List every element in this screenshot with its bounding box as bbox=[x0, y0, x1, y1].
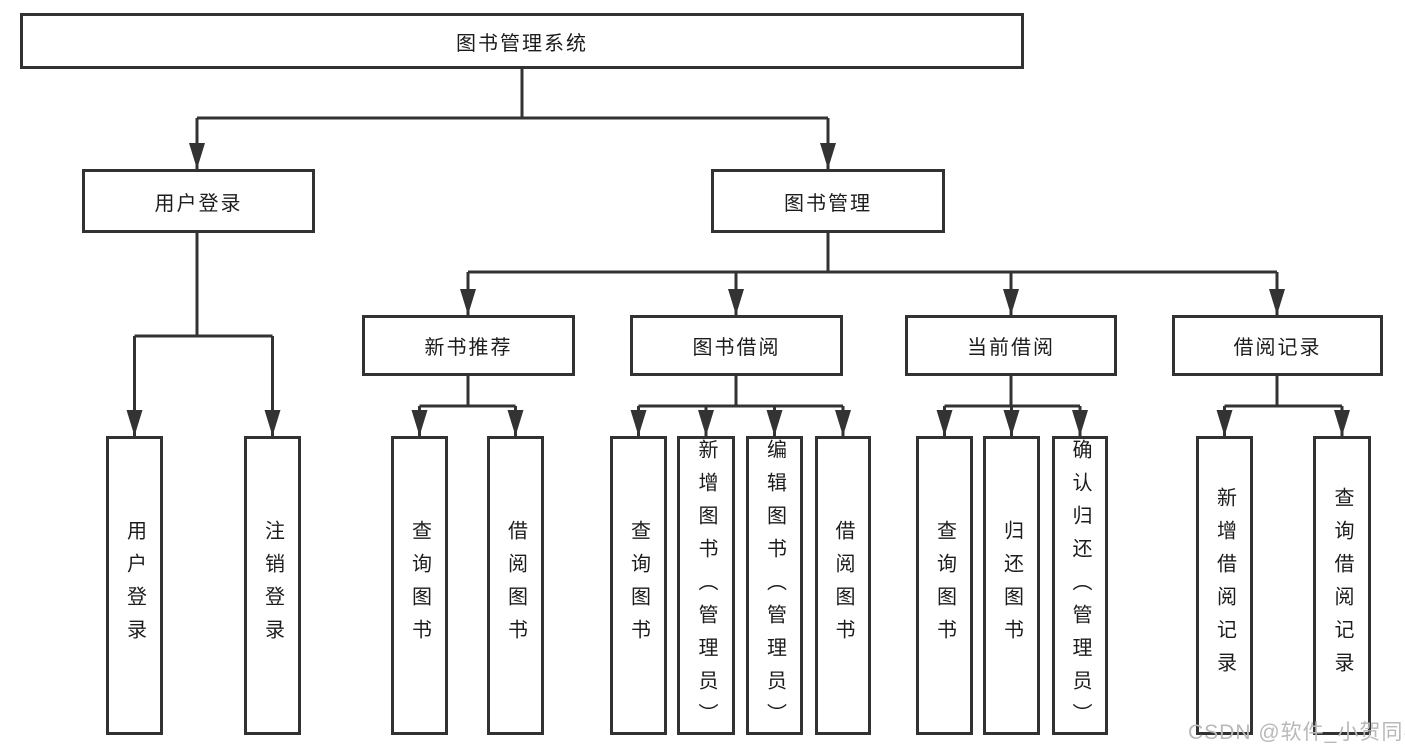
connector-borrowing-to-leaves bbox=[637, 376, 845, 436]
leaf-query-books-current: 查询图书 bbox=[916, 436, 973, 735]
node-new-book-recommend: 新书推荐 bbox=[362, 315, 575, 376]
connector-bookmgmt-to-level3 bbox=[466, 233, 1279, 315]
leaf-edit-books-admin-label: 编辑图书（管理员） bbox=[763, 439, 786, 736]
leaf-logout-login: 注销登录 bbox=[244, 436, 301, 735]
node-new-book-recommend-label: 新书推荐 bbox=[424, 337, 513, 359]
node-root-label: 图书管理系统 bbox=[456, 32, 588, 55]
node-user-login: 用户登录 bbox=[82, 169, 315, 233]
leaf-edit-books-admin: 编辑图书（管理员） bbox=[746, 436, 803, 736]
leaf-return-books: 归还图书 bbox=[983, 436, 1040, 735]
node-current-borrowing-label: 当前借阅 bbox=[967, 337, 1055, 359]
node-borrowing-records-label: 借阅记录 bbox=[1233, 337, 1322, 359]
leaf-borrow-books-recommend: 借阅图书 bbox=[487, 436, 544, 735]
leaf-confirm-return-admin: 确认归还（管理员） bbox=[1052, 436, 1108, 736]
leaf-query-books-current-label: 查询图书 bbox=[933, 519, 956, 652]
leaf-add-borrow-record-label: 新增借阅记录 bbox=[1213, 486, 1236, 685]
leaf-user-login: 用户登录 bbox=[106, 436, 163, 735]
leaf-logout-login-label: 注销登录 bbox=[261, 519, 284, 652]
node-book-borrowing-label: 图书借阅 bbox=[692, 337, 781, 359]
node-user-login-label: 用户登录 bbox=[154, 192, 243, 215]
leaf-user-login-label: 用户登录 bbox=[123, 519, 146, 652]
leaf-return-books-label: 归还图书 bbox=[1000, 519, 1023, 652]
leaf-query-books-recommend: 查询图书 bbox=[391, 436, 448, 735]
leaf-add-books-admin-label: 新增图书（管理员） bbox=[695, 439, 717, 736]
csdn-watermark: CSDN @软件_小贺同学 bbox=[1188, 721, 1405, 744]
node-book-management: 图书管理 bbox=[711, 169, 945, 233]
connector-userlogin-to-leaves bbox=[133, 233, 274, 436]
leaf-borrow-books-recommend-label: 借阅图书 bbox=[504, 519, 527, 652]
connector-records-to-leaves bbox=[1223, 376, 1344, 436]
leaf-add-books-admin: 新增图书（管理员） bbox=[677, 436, 735, 736]
node-book-borrowing: 图书借阅 bbox=[630, 315, 843, 376]
leaf-query-books-borrowing-label: 查询图书 bbox=[627, 519, 650, 652]
leaf-borrow-books-borrowing: 借阅图书 bbox=[815, 436, 871, 735]
leaf-query-books-borrowing: 查询图书 bbox=[610, 436, 667, 735]
leaf-add-borrow-record: 新增借阅记录 bbox=[1196, 436, 1253, 735]
arrowheads bbox=[126, 143, 1350, 436]
node-book-management-label: 图书管理 bbox=[784, 192, 872, 215]
leaf-confirm-return-admin-label: 确认归还（管理员） bbox=[1069, 439, 1091, 736]
leaf-borrow-books-borrowing-label: 借阅图书 bbox=[832, 519, 854, 652]
leaf-query-books-recommend-label: 查询图书 bbox=[408, 519, 431, 652]
leaf-query-borrow-record-label: 查询借阅记录 bbox=[1331, 486, 1353, 685]
node-root: 图书管理系统 bbox=[20, 13, 1024, 69]
connector-recommend-to-leaves bbox=[418, 376, 517, 436]
node-current-borrowing: 当前借阅 bbox=[905, 315, 1117, 376]
leaf-query-borrow-record: 查询借阅记录 bbox=[1313, 436, 1371, 735]
node-borrowing-records: 借阅记录 bbox=[1172, 315, 1383, 376]
connector-root-to-level2 bbox=[195, 69, 830, 169]
